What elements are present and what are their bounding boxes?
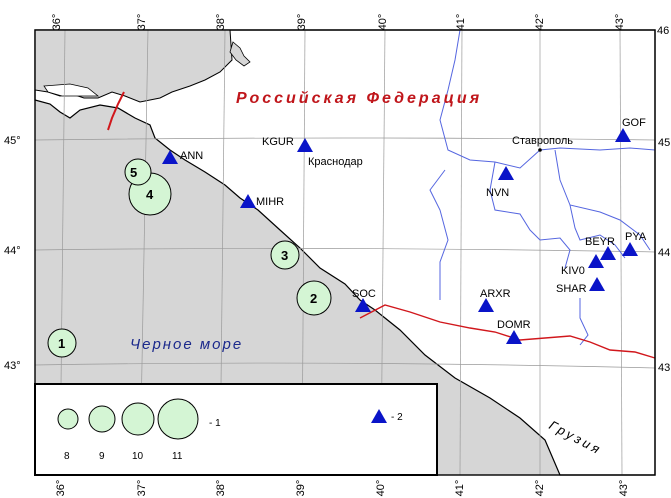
lat-label-left-43: 43°: [4, 360, 21, 372]
legend-station-caption: - 2: [391, 412, 403, 423]
legend-circle-caption: - 1: [209, 418, 221, 429]
legend-value-8: 8: [64, 451, 70, 462]
station-label-nvn: NVN: [486, 187, 509, 199]
lon-label-bottom-37: 37°: [136, 480, 148, 497]
lon-label-38: 38°: [215, 14, 227, 31]
lon-label-41: 41°: [455, 14, 467, 31]
legend-circle-9: [88, 405, 116, 433]
city-label-stavropol: Ставрополь: [512, 135, 573, 147]
state-border: [359, 304, 656, 359]
station-marker-kgur: [297, 138, 313, 152]
station-marker-arxr: [478, 298, 494, 312]
lon-label-bottom-41: 41°: [454, 480, 466, 497]
stations: [162, 128, 638, 344]
event-clusters: [47, 158, 332, 358]
station-marker-beyr: [600, 246, 616, 260]
lon-label-40: 40°: [377, 14, 389, 31]
city-label-krasnodar: Краснодар: [308, 156, 363, 168]
lon-label-bottom-38: 38°: [215, 480, 227, 497]
station-label-beyr: BEYR: [585, 236, 615, 248]
cluster-label-5: 5: [130, 165, 137, 180]
station-label-ann: ANN: [180, 150, 203, 162]
legend-circle-8: [57, 408, 79, 430]
lon-label-bottom-40: 40°: [375, 480, 387, 497]
latitude-labels: 45° 44° 43° 45 44 43: [4, 135, 670, 374]
cluster-labels: 1 2 3 4 5: [58, 165, 317, 351]
city-marker-stavropol: [538, 148, 542, 152]
lon-label-bottom-36: 36°: [55, 480, 67, 497]
station-label-domr: DOMR: [497, 319, 531, 331]
lat-label-right-44: 44: [658, 247, 670, 259]
lon-label-bottom-43: 43°: [618, 480, 630, 497]
station-marker-pya: [622, 242, 638, 256]
lat-label-left-45: 45°: [4, 135, 21, 147]
cluster-label-3: 3: [281, 248, 288, 263]
lon-label-36: 36°: [51, 14, 63, 31]
cluster-label-4: 4: [146, 187, 154, 202]
lon-label-37: 37°: [136, 14, 148, 31]
legend-value-9: 9: [99, 451, 105, 462]
cluster-circle-3: [270, 240, 300, 270]
station-marker-gof: [615, 128, 631, 142]
legend-station-icon: [371, 409, 387, 423]
cluster-circle-2: [296, 280, 332, 316]
legend-value-11: 11: [172, 451, 183, 462]
cluster-label-2: 2: [310, 291, 317, 306]
station-label-arxr: ARXR: [480, 288, 511, 300]
station-label-shar: SHAR: [556, 283, 587, 295]
lat-label-right-45: 45: [658, 137, 670, 149]
station-label-gof: GOF: [622, 117, 646, 129]
lon-label-43: 43°: [614, 14, 626, 31]
lon-label-46: 46: [657, 25, 669, 37]
cluster-label-1: 1: [58, 336, 65, 351]
kerch-fault: [107, 91, 125, 131]
station-marker-nvn: [498, 166, 514, 180]
legend: - 1 8 9 10 11 - 2: [34, 383, 438, 476]
longitude-labels-bottom: 36° 37° 38° 39° 40° 41° 42° 43°: [55, 480, 630, 497]
station-marker-mihr: [240, 194, 256, 208]
station-label-mihr: MIHR: [256, 196, 284, 208]
lon-label-42: 42°: [534, 14, 546, 31]
island: [229, 41, 251, 67]
station-marker-ann: [162, 150, 178, 164]
longitude-labels: 36° 37° 38° 39° 40° 41° 42° 43° 46: [51, 14, 669, 37]
land-area: [34, 29, 656, 476]
station-label-kgur: KGUR: [262, 136, 294, 148]
lon-label-bottom-39: 39°: [295, 480, 307, 497]
island-small: [43, 83, 100, 97]
station-labels: ANN KGUR GOF MIHR NVN SOC ARXR DOMR BEYR…: [180, 117, 647, 331]
lat-label-right-43: 43: [658, 362, 670, 374]
lon-label-39: 39°: [296, 14, 308, 31]
cluster-circle-5: [124, 158, 152, 186]
region-label-black-sea: Черное море: [130, 336, 243, 353]
station-label-soc: SOC: [352, 288, 376, 300]
station-marker-kiv0: [588, 254, 604, 268]
station-marker-domr: [506, 330, 522, 344]
legend-circle-10: [121, 402, 155, 436]
region-label-russia: Российская Федерация: [236, 90, 482, 107]
azov-sea: [34, 29, 233, 103]
station-marker-soc: [355, 298, 371, 312]
station-label-kiv0: KIV0: [561, 265, 585, 277]
legend-circle-11: [157, 398, 199, 440]
legend-value-10: 10: [132, 451, 144, 462]
lon-label-bottom-42: 42°: [534, 480, 546, 497]
station-marker-shar: [589, 277, 605, 291]
station-label-pya: PYA: [625, 231, 647, 243]
cluster-circle-1: [47, 328, 77, 358]
lat-label-left-44: 44°: [4, 245, 21, 257]
